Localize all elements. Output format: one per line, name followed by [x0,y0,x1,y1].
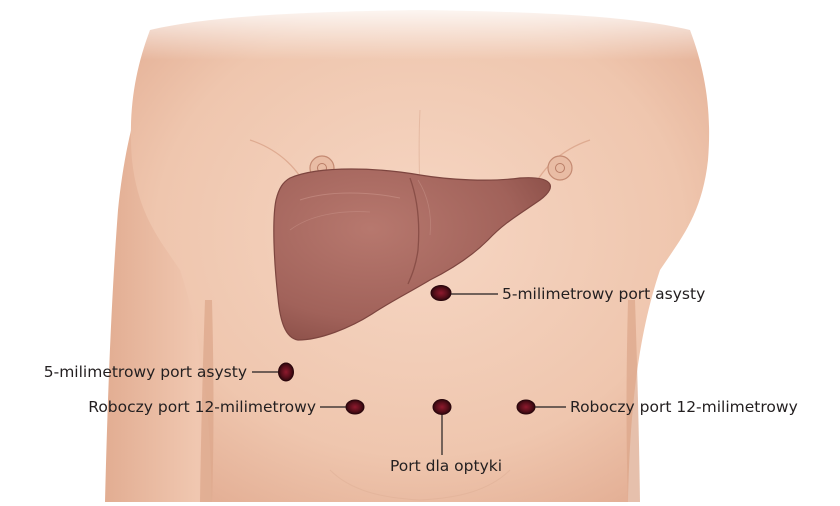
right-nipple-icon [548,156,572,180]
port-optics [433,400,451,415]
port-assist-upper [431,286,451,301]
label-assist-left: 5-milimetrowy port asysty [44,363,247,381]
label-working-right: Roboczy port 12-milimetrowy [570,398,798,416]
label-optics: Port dla optyki [390,457,502,475]
port-working-right [517,400,535,414]
port-working-left [346,400,364,414]
label-assist-upper: 5-milimetrowy port asysty [502,285,705,303]
label-working-left: Roboczy port 12-milimetrowy [88,398,316,416]
port-assist-left [279,363,294,381]
